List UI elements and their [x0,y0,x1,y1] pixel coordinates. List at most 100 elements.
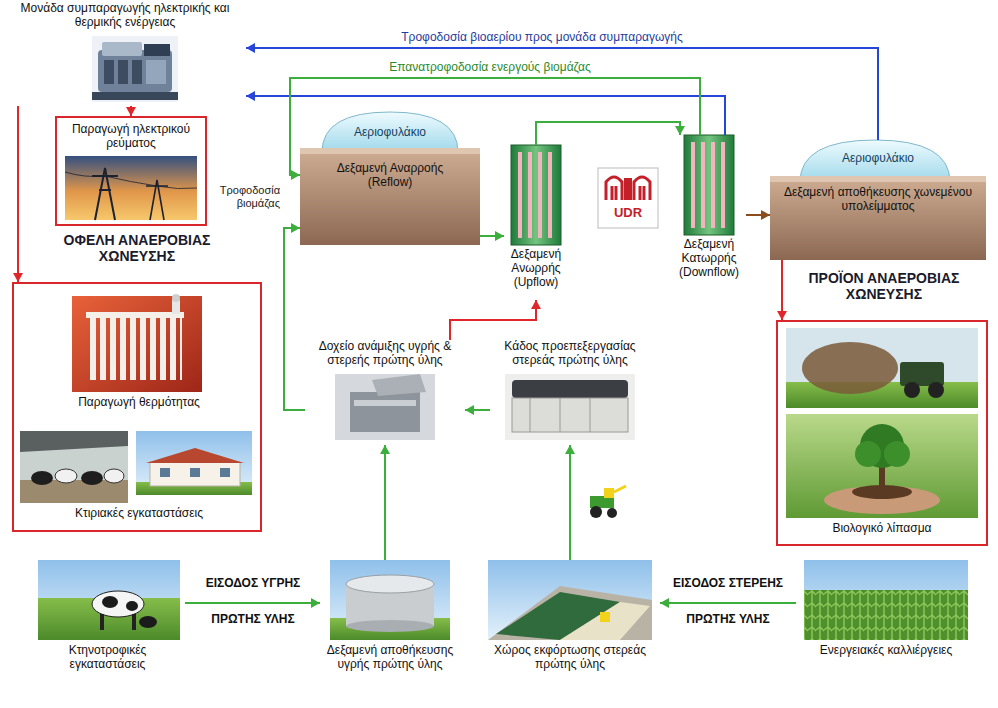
node-caption: Δεξαμενή αποθήκευσης υγρής πρώτης ύλης [320,644,460,672]
reflow-tank: ΑεριοφυλάκιοΔεξαμενή Αναρροής (Reflow) [300,112,480,245]
upflow-column [528,152,532,238]
arrow-head [380,445,390,454]
mixer-picture [335,374,435,440]
pretreatment-picture [512,380,628,398]
tractor-icon [607,508,617,518]
flow-line [569,445,571,560]
panel-heading: ΠΡΟΪΟΝ ΑΝΑΕΡΟΒΙΑΣ ΧΩΝΕΥΣΗΣ [794,270,974,302]
engine-picture [144,44,170,56]
tree-picture [884,441,910,467]
spreader-picture [802,342,898,394]
barn-picture [20,431,128,503]
flow-line [384,445,386,560]
engine-picture [118,60,128,84]
livestock-source: Κτηνοτροφικές εγκαταστάσεις [30,560,185,700]
arrow-head [660,598,669,608]
livestock-picture [38,560,180,640]
unloading-picture [560,602,650,640]
arrow-head [565,445,575,454]
building-picture [190,468,200,477]
edge-label: Επανατροφοδοσία ενεργούς βιομάζας [360,61,620,75]
flow-arrow [660,598,796,608]
radiator-picture [72,296,202,392]
pretreatment-picture [530,398,590,432]
radiator-picture [72,294,202,392]
udr-logo [634,177,650,200]
node-caption: Κάδος προεπεξεργασίας στερεάς πρώτης ύλη… [490,340,650,368]
downflow-column [684,135,734,235]
mixer-picture [354,400,416,406]
gasholder-label: Αεριοφυλάκιο [770,152,986,166]
pretreatment-picture [505,374,635,440]
arrow-head [465,405,474,415]
arrow-head [495,231,504,241]
storage-tank [770,176,986,182]
mixer-picture [350,392,420,432]
engine-picture [92,92,178,100]
flow-arrow [450,300,541,340]
livestock-picture [132,614,136,630]
input-label: ΕΙΣΟΔΟΣ ΣΤΕΡΕΗΣ [661,577,795,591]
udr-logo [598,168,658,228]
unloading-picture [488,560,652,640]
edge-label: Τροφοδοσία βιοαερίου προς μονάδα συμπαρα… [372,31,712,45]
downflow-column [691,142,695,228]
flow-arrow [246,43,878,140]
flow-line [246,96,725,135]
chp-unit: Μονάδα συμπαραγωγής ηλεκτρικής και θερμι… [4,2,246,106]
engine-picture [92,36,178,102]
flow-line [17,106,19,282]
radiator-picture [88,318,182,380]
building-picture [136,431,252,495]
flow-arrow [565,445,575,560]
flow-line [185,602,320,604]
reflow-tank [300,112,480,245]
building-picture [146,448,244,463]
engine-picture [104,60,114,84]
downflow-column [701,142,705,228]
mixer-unit: Δοχείο ανάμιξης υγρής & στερεής πρώτης ύ… [305,340,465,445]
arrow-head [675,126,685,135]
flow-arrow [246,91,725,135]
barn-picture [20,431,128,503]
tank-label: Δεξαμενή αποθήκευσης χωνεμένου υπολείμμα… [778,186,978,214]
arrow-head [291,170,300,180]
building-picture [160,468,170,477]
flow-arrow [13,106,23,282]
liquid-tank-picture [330,560,450,640]
engine-picture [146,60,166,84]
arrow-head [246,91,255,101]
node-caption: Χώρος εκφόρτωσης στερεάς πρώτης ύλης [480,644,660,672]
tractor-icon [590,486,626,518]
mixer-picture [335,374,435,440]
storage-tank [770,176,986,260]
solid-unloading: Χώρος εκφόρτωσης στερεάς πρώτης ύλης [480,560,660,700]
benefits-panel: ΟΦΕΛΗ ΑΝΑΕΡΟΒΙΑΣ ΧΩΝΕΥΣΗΣΠαραγωγή θερμότ… [12,282,262,532]
downflow-column [721,142,725,228]
node-caption: Δεξαμενή Κατωρρής (Downflow) [672,238,746,279]
upflow-column [548,152,552,238]
tractor-icon [614,486,626,492]
spreader-picture [786,328,978,408]
tank-label: Δεξαμενή Αναρροής (Reflow) [315,162,465,190]
storage-tank: ΑεριοφυλάκιοΔεξαμενή αποθήκευσης χωνεμέν… [770,140,986,260]
udr-logo [624,178,632,200]
gasholder-label: Αεριοφυλάκιο [300,126,480,140]
building-picture [136,431,252,495]
barn-picture [55,469,77,483]
edge-label: Τροφοδοσία βιομάζας [208,184,280,209]
arrow-head [531,300,541,309]
pretreatment-unit: Κάδος προεπεξεργασίας στερεάς πρώτης ύλη… [490,340,650,445]
node-caption: Κτηνοτροφικές εγκαταστάσεις [30,644,185,672]
flow-line [246,48,878,140]
liquid-tank-picture [330,560,450,640]
arrow-head [246,43,255,53]
barn-picture [81,471,103,485]
upflow-tank: Δεξαμενή Ανωρρής (Upflow) [504,145,568,300]
node-caption: Παραγωγή ηλεκτρικού ρεύματος [61,123,201,151]
tractor-icon [604,488,614,498]
radiator-picture [172,300,180,314]
